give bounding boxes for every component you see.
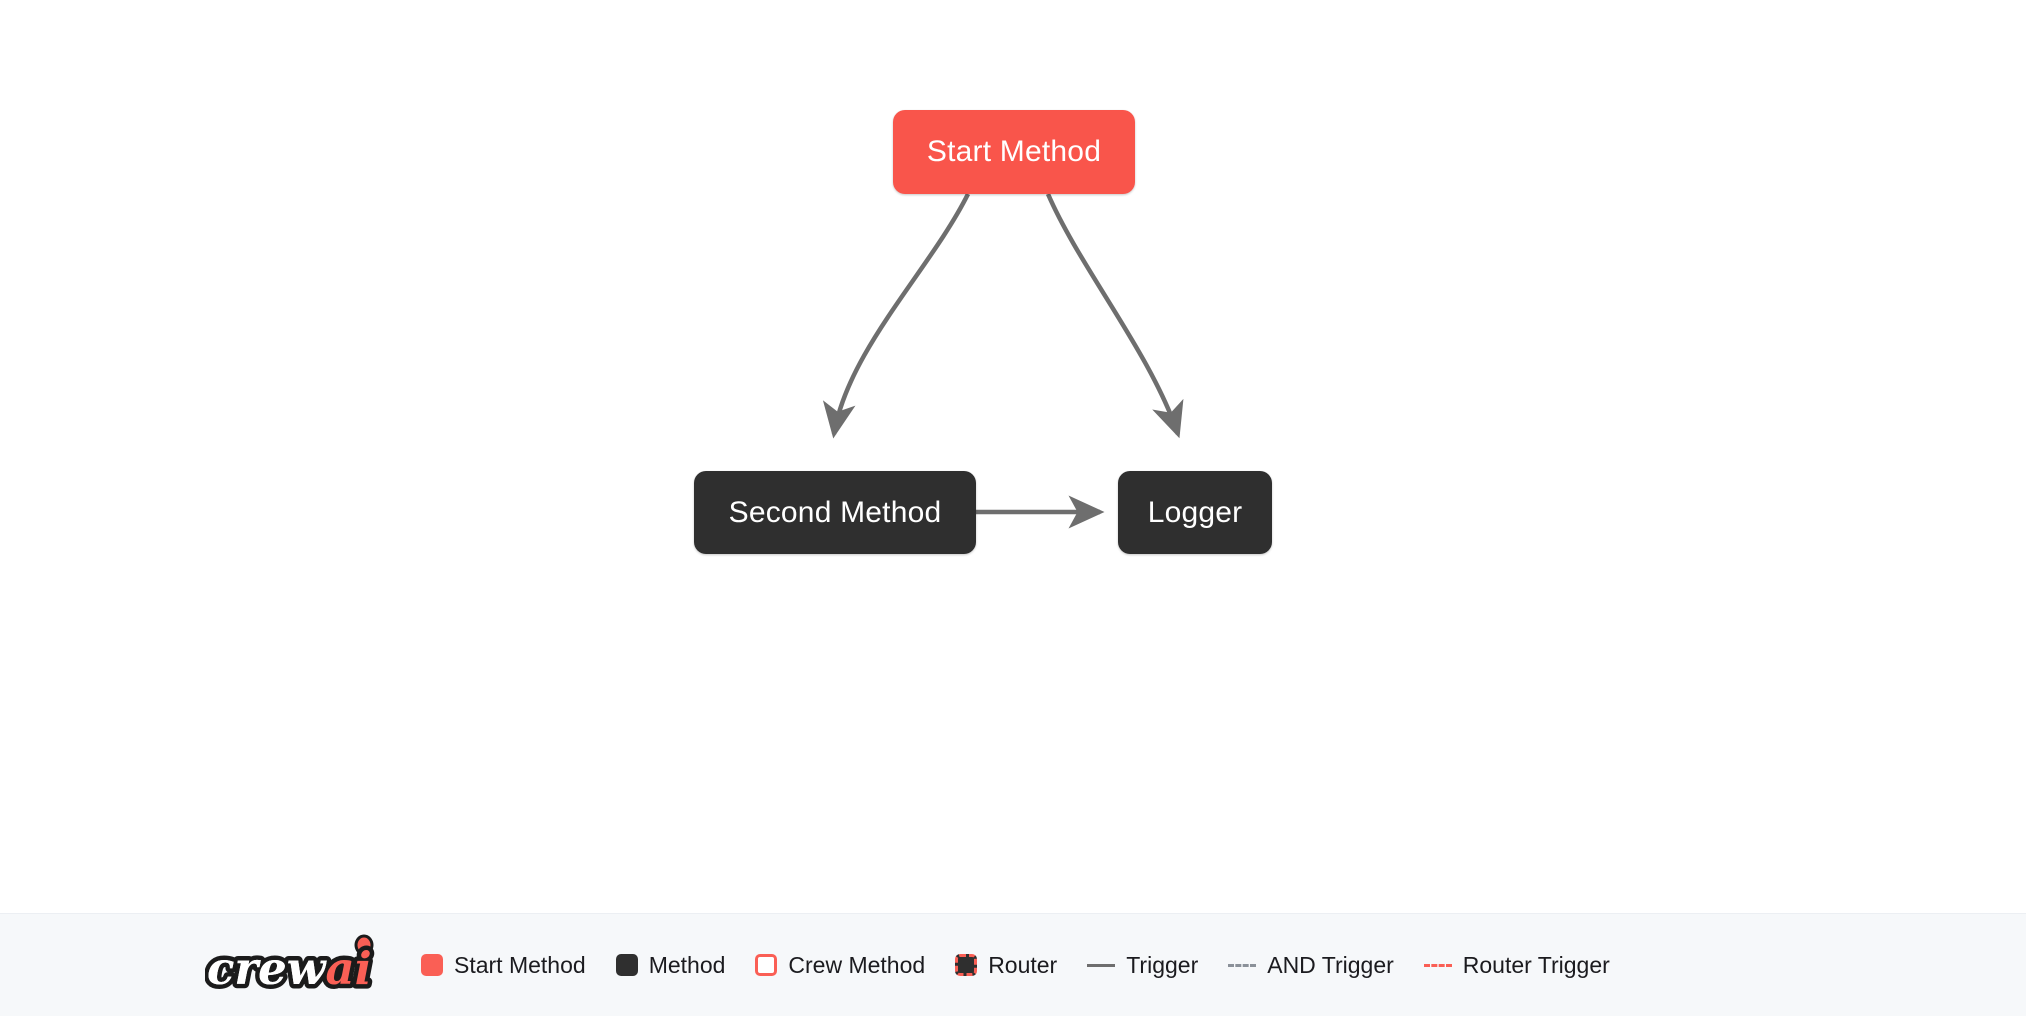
legend-label: Router — [988, 951, 1058, 978]
edge-start-to-logger — [1045, 193, 1184, 439]
router-swatch-icon — [955, 954, 978, 976]
crewai-logo: crewai crew crew crewai — [205, 934, 376, 996]
legend-label: Crew Method — [788, 951, 926, 978]
crew-method-swatch-icon — [755, 954, 778, 976]
legend-label: AND Trigger — [1267, 951, 1394, 978]
legend-item-router-trigger: Router Trigger — [1423, 951, 1610, 979]
legend-item-method: Method — [615, 951, 726, 979]
legend-item-trigger: Trigger — [1087, 952, 1198, 979]
flow-node-second-method[interactable]: Second Method — [694, 471, 976, 554]
start-method-swatch-icon — [421, 954, 443, 976]
flow-node-label: Second Method — [728, 495, 942, 529]
legend-label: Start Method — [454, 951, 586, 978]
flow-node-label: Start Method — [926, 135, 1102, 168]
router-trigger-line-icon — [1423, 963, 1452, 967]
legend-bar: crewai crew crew crewai Start Method Met… — [0, 913, 2026, 1016]
legend-item-crew-method: Crew Method — [755, 952, 925, 979]
legend-item-start-method: Start Method — [421, 952, 586, 979]
svg-text:crew: crew — [207, 942, 328, 995]
legend-label: Trigger — [1126, 951, 1199, 978]
edge-start-to-second — [822, 192, 971, 439]
flow-node-start-method[interactable]: Start Method — [893, 110, 1135, 194]
legend-item-and-trigger: AND Trigger — [1228, 952, 1394, 979]
flow-node-logger[interactable]: Logger — [1118, 471, 1272, 554]
legend-item-router: Router — [955, 952, 1057, 979]
flow-node-label: Logger — [1147, 495, 1243, 529]
legend-label: Method — [648, 951, 726, 978]
trigger-line-icon — [1087, 963, 1116, 967]
legend-label: Router Trigger — [1462, 951, 1610, 978]
method-swatch-icon — [615, 954, 638, 976]
svg-text:crewai: crewai — [207, 942, 372, 995]
legend-items: Start Method Method Crew Method Router T… — [421, 952, 1610, 979]
svg-text:crewai: crewai — [207, 942, 372, 995]
flow-canvas[interactable]: Start Method Second Method Logger — [0, 0, 2026, 913]
and-trigger-line-icon — [1228, 963, 1257, 967]
